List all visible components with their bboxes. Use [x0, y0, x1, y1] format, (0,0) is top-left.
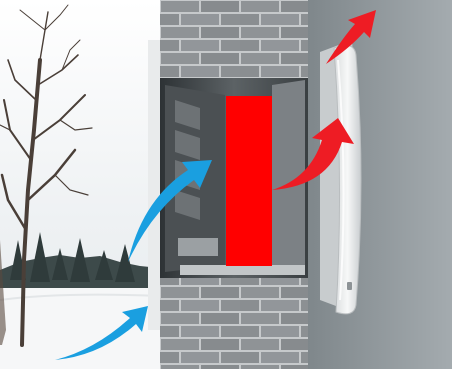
outdoor-view [0, 0, 161, 369]
heat-exchanger [226, 96, 272, 266]
snow-ground [0, 288, 160, 369]
fresh-air-in-arrow [55, 306, 148, 360]
foreground-branch [0, 240, 6, 345]
snow-drift [0, 293, 161, 301]
outer-wall-edge [148, 40, 160, 330]
duct-bottom-rim [180, 265, 305, 275]
grille-highlight [337, 59, 345, 301]
fan-blades [175, 100, 200, 220]
cold-air-flow [55, 160, 212, 360]
pine-trees [10, 232, 135, 282]
warm-air-flow [272, 10, 376, 190]
bare-tree [0, 4, 93, 347]
warm-air-into-room-arrow [272, 118, 354, 190]
fan-motor-mount [178, 238, 218, 256]
fresh-air-through-arrow [128, 160, 212, 262]
warm-air-up-arrow [326, 10, 376, 64]
inner-housing-right [272, 80, 305, 275]
grille-indicator [347, 282, 352, 290]
interior-grille [320, 40, 362, 315]
